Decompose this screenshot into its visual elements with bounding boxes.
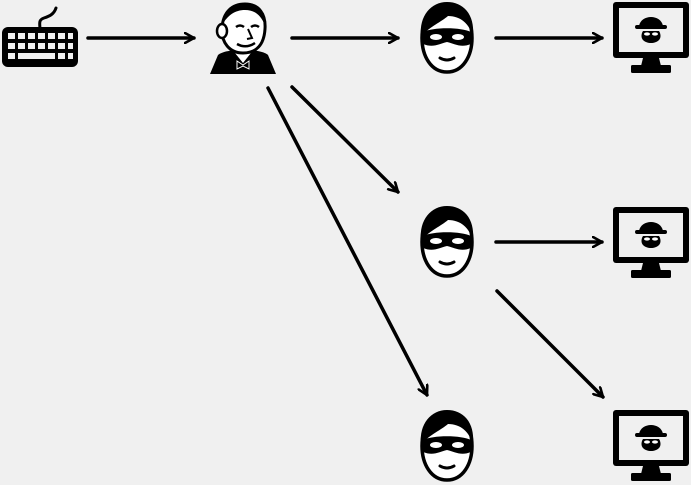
arrow-butler-to-robber-2: [290, 85, 400, 194]
masked-robber-icon: [419, 204, 475, 278]
arrow-butler-to-robber-3: [266, 86, 429, 397]
spy-monitor-icon: [613, 207, 689, 278]
masked-robber-icon: [419, 0, 475, 74]
arrow-robber-2-to-monitor-3: [495, 289, 605, 399]
butler-icon: [208, 2, 278, 76]
spy-monitor-icon: [613, 410, 689, 481]
masked-robber-icon: [419, 408, 475, 482]
spy-monitor-icon: [613, 2, 689, 73]
keyboard-icon: [0, 6, 80, 69]
